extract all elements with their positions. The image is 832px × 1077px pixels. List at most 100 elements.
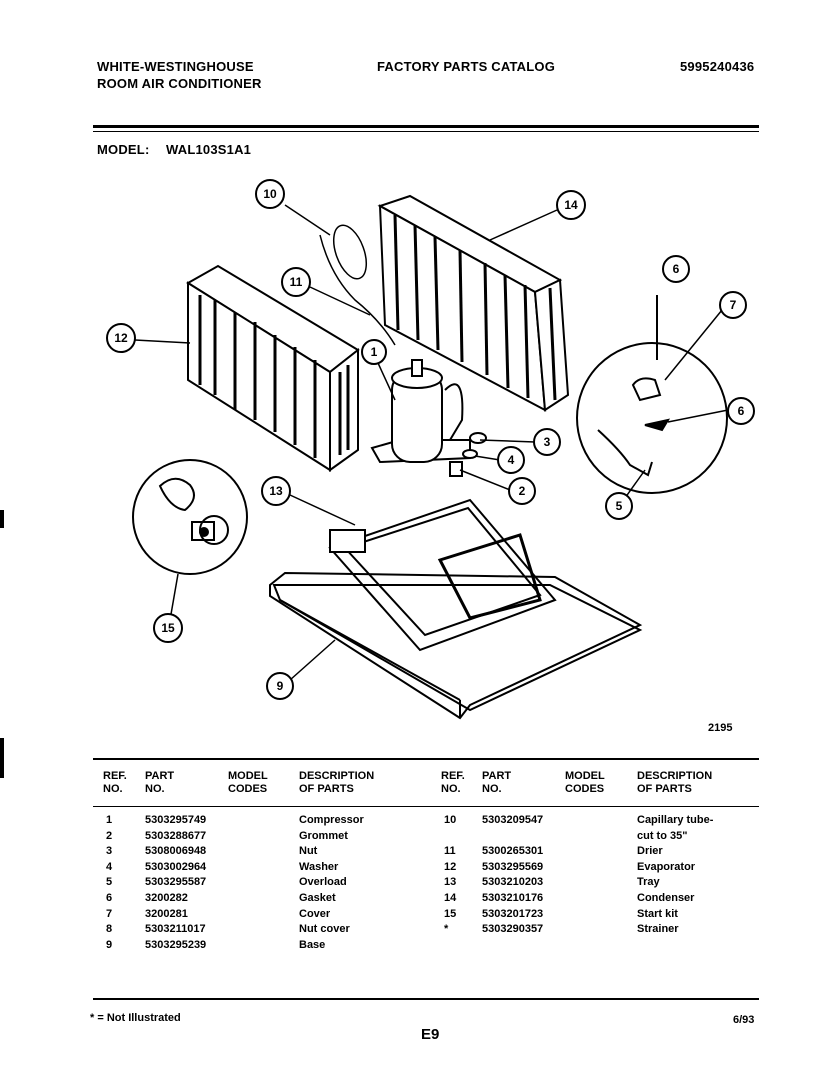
- drawing-number: 2195: [708, 722, 733, 734]
- ref-cell: 2: [106, 829, 113, 842]
- part-number-cell: 5303211017: [145, 923, 206, 936]
- callout-3-label: 3: [544, 435, 551, 449]
- part-number-cell: 5303295569: [482, 860, 544, 873]
- description-cell: Strainer: [637, 923, 679, 936]
- ref-cell: *: [444, 923, 449, 936]
- description-cell: Overload: [299, 876, 347, 889]
- description-cell: Base: [299, 938, 326, 951]
- description-cell: Evaporator: [637, 860, 696, 873]
- description-cell: Start kit: [637, 907, 678, 920]
- description-cell: Washer: [299, 860, 339, 873]
- mounting-hardware: [449, 432, 487, 477]
- callout-12-label: 12: [114, 331, 128, 345]
- product-name: ROOM AIR CONDITIONER: [97, 76, 262, 91]
- part-number-cell: 5303201723: [482, 907, 544, 920]
- table-row: 8 5303211017 Nut cover: [103, 923, 423, 938]
- callout-4: [497, 446, 525, 474]
- callout-6b-label: 6: [738, 404, 745, 418]
- model-label: MODEL:: [97, 142, 150, 157]
- base-pan: [269, 571, 643, 720]
- callout-6a-label: 6: [673, 262, 680, 276]
- ref-cell: 1: [106, 814, 113, 826]
- part-number-cell: 5303295749: [145, 814, 207, 826]
- table-row: 4 5303002964 Washer: [103, 861, 423, 876]
- part-number-cell: 5300265301: [482, 845, 544, 858]
- description-cell: Compressor: [299, 814, 364, 826]
- callout-2-label: 2: [519, 484, 526, 498]
- ref-cell: 9: [106, 938, 113, 951]
- ref-cell: 3: [106, 845, 113, 858]
- leader-lines: [134, 204, 729, 681]
- table-row: 7 3200281 Cover: [103, 908, 423, 923]
- print-date: 6/93: [733, 1014, 755, 1026]
- evaporator-coil: [186, 264, 360, 472]
- callout-10: [255, 179, 285, 209]
- description-cell: Nut: [299, 845, 318, 858]
- ref-cell: 7: [106, 907, 113, 920]
- description-cell: cut to 35": [637, 829, 688, 842]
- table-row: 1 5303295749 Compressor: [103, 814, 423, 829]
- ref-cell: 13: [444, 876, 457, 889]
- part-number-cell: 5303002964: [145, 860, 207, 873]
- callout-15-label: 15: [161, 621, 175, 635]
- ref-cell: 15: [444, 907, 457, 920]
- part-number-cell: 5303288677: [145, 829, 207, 842]
- callout-14-label: 14: [564, 198, 578, 212]
- part-number-cell: 3200282: [145, 892, 188, 904]
- callout-3: [533, 428, 561, 456]
- callout-6b: [727, 397, 755, 425]
- part-number-cell: 5303210176: [482, 892, 544, 904]
- ref-cell: 5: [106, 876, 113, 889]
- right-header-ref: REF.NO.: [441, 770, 465, 795]
- callout-12: [106, 323, 136, 353]
- table-row: 12 5303295569 Evaporator: [441, 861, 761, 876]
- header-rule-thin: [93, 131, 759, 132]
- page-number: E9: [421, 1026, 440, 1043]
- callout-7: [719, 291, 747, 319]
- description-cell: Cover: [299, 907, 331, 920]
- part-number-cell: 5303209547: [482, 814, 544, 826]
- scan-edge-mark: [0, 510, 4, 528]
- condenser-coil: [377, 194, 570, 412]
- ref-cell: 6: [106, 892, 113, 904]
- callout-7-label: 7: [730, 298, 737, 312]
- part-number-cell: 3200281: [145, 907, 188, 920]
- catalog-title: FACTORY PARTS CATALOG: [377, 59, 556, 74]
- description-cell: Capillary tube-: [637, 814, 714, 826]
- table-row: * 5303290357 Strainer: [441, 923, 761, 938]
- footnote: * = Not Illustrated: [90, 1012, 181, 1024]
- callout-14: [556, 190, 586, 220]
- description-cell: Drier: [637, 845, 663, 858]
- scan-edge-mark: [0, 738, 4, 778]
- exploded-parts-diagram: 10 14 11 12 1 6 7 6 3 4 2 5 13 15 9: [106, 179, 755, 720]
- ref-cell: 10: [444, 814, 457, 826]
- part-number-cell: 5303290357: [482, 923, 544, 936]
- callout-15: [153, 613, 183, 643]
- callout-2: [508, 477, 536, 505]
- compressor: [370, 359, 471, 464]
- callout-13: [261, 476, 291, 506]
- catalog-number: 5995240436: [680, 59, 755, 74]
- table-rule-top: [93, 758, 759, 760]
- callout-1: [361, 339, 387, 365]
- ref-cell: 8: [106, 923, 113, 936]
- ref-cell: 12: [444, 860, 457, 873]
- description-cell: Grommet: [299, 829, 348, 842]
- description-cell: Tray: [637, 876, 660, 889]
- description-cell: Nut cover: [299, 923, 350, 936]
- callout-10-label: 10: [263, 187, 277, 201]
- capillary-tube: [319, 224, 396, 346]
- ref-cell: 14: [444, 892, 457, 904]
- table-row: 15 5303201723 Start kit: [441, 908, 761, 923]
- ref-cell: 4: [106, 860, 113, 873]
- callout-11-label: 11: [290, 275, 303, 289]
